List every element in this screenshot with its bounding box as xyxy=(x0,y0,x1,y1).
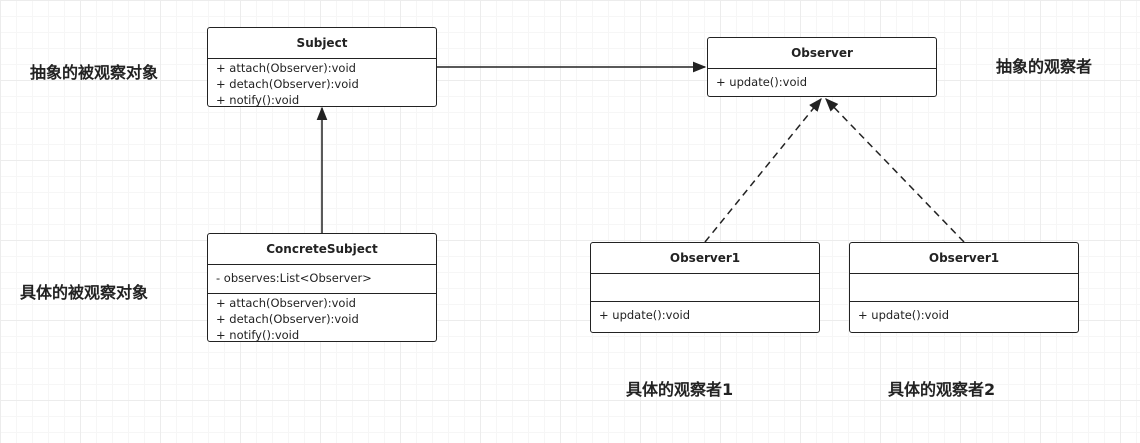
concrete-subject-operations: + attach(Observer):void + detach(Observe… xyxy=(208,294,436,344)
operation: + detach(Observer):void xyxy=(216,312,359,326)
observer-operations: + update():void xyxy=(708,69,936,91)
label-concrete-subject: 具体的被观察对象 xyxy=(20,283,149,302)
observer2-operations: + update():void xyxy=(850,302,1078,324)
attribute: - observes:List<Observer> xyxy=(216,271,372,285)
subject-operations: + attach(Observer):void + detach(Observe… xyxy=(208,59,436,109)
observer-class[interactable]: Observer + update():void xyxy=(707,37,937,97)
label-abstract-observer: 抽象的观察者 xyxy=(996,57,1093,76)
concrete-subject-class[interactable]: ConcreteSubject - observes:List<Observer… xyxy=(207,233,437,342)
operation: + detach(Observer):void xyxy=(216,77,359,91)
observer1-attributes xyxy=(591,274,819,302)
operation: + update():void xyxy=(858,308,949,322)
observer2-attributes xyxy=(850,274,1078,302)
label-abstract-subject: 抽象的被观察对象 xyxy=(30,63,159,82)
concrete-subject-class-name: ConcreteSubject xyxy=(208,234,436,265)
observer-class-name: Observer xyxy=(708,38,936,69)
realization-arrow-1 xyxy=(704,97,822,243)
observer1-class-name: Observer1 xyxy=(591,243,819,274)
subject-class[interactable]: Subject + attach(Observer):void + detach… xyxy=(207,27,437,107)
subject-class-name: Subject xyxy=(208,28,436,59)
operation: + update():void xyxy=(716,75,807,89)
observer1-operations: + update():void xyxy=(591,302,819,324)
observer2-class-name: Observer1 xyxy=(850,243,1078,274)
observer1-class[interactable]: Observer1 + update():void xyxy=(590,242,820,333)
operation: + update():void xyxy=(599,308,690,322)
operation: + notify():void xyxy=(216,328,300,342)
operation: + notify():void xyxy=(216,93,300,107)
realization-arrow-2 xyxy=(825,98,965,243)
observer2-class[interactable]: Observer1 + update():void xyxy=(849,242,1079,333)
label-concrete-observer2: 具体的观察者2 xyxy=(888,380,996,399)
operation: + attach(Observer):void xyxy=(216,61,356,75)
label-concrete-observer1: 具体的观察者1 xyxy=(626,380,734,399)
concrete-subject-attributes: - observes:List<Observer> xyxy=(208,265,436,294)
operation: + attach(Observer):void xyxy=(216,296,356,310)
